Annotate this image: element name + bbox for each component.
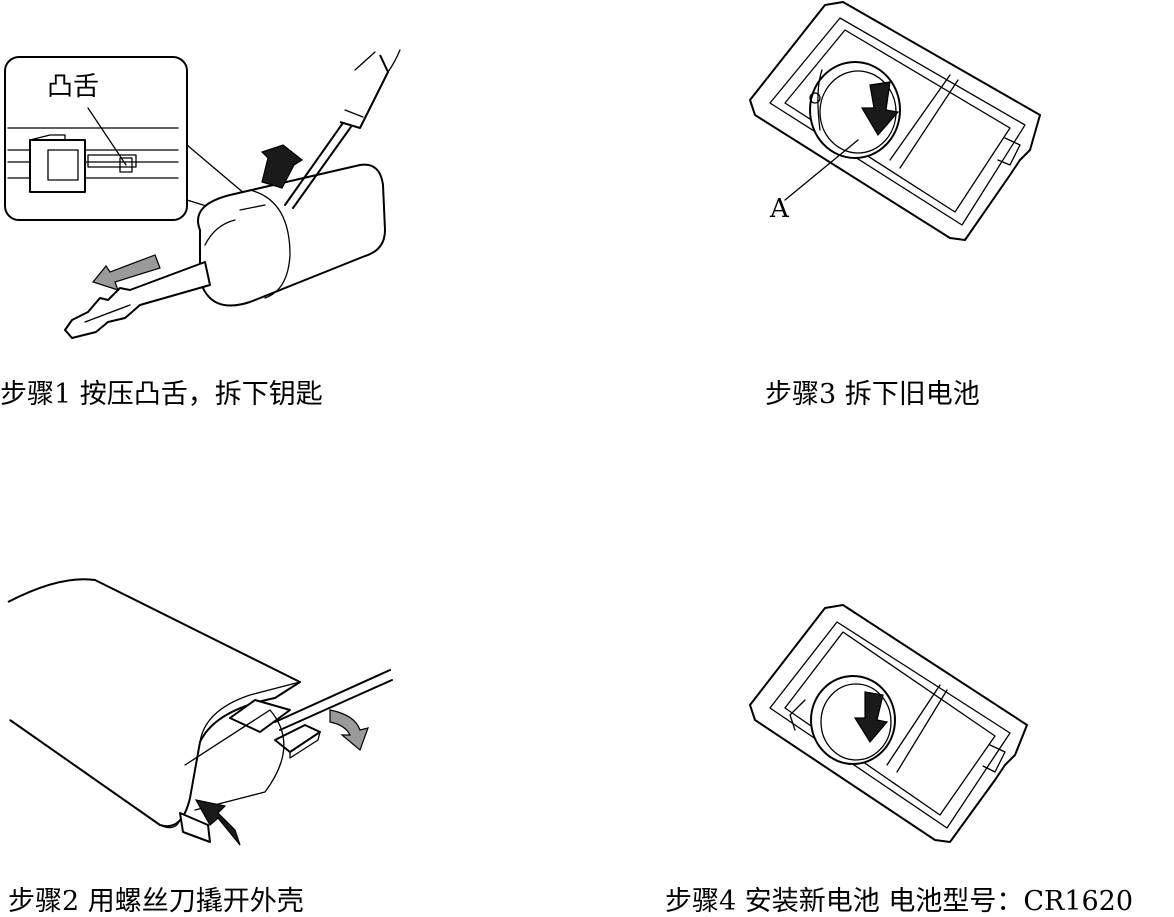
remote-case [7, 578, 321, 843]
key-icon [64, 261, 211, 339]
step-2-panel: 步骤2 用螺丝刀撬开外壳 [0, 570, 440, 916]
push-arrow-icon [860, 81, 900, 137]
tab-callout-label: 凸舌 [47, 72, 100, 102]
case-open-illustration [7, 578, 393, 846]
step-4-caption: 步骤4 安装新电池 电池型号：CR1620 [665, 886, 1134, 917]
step-1-panel: 凸舌 步骤1 按压凸舌，拆下钥匙 [0, 0, 440, 420]
step-2-caption: 步骤2 用螺丝刀撬开外壳 [8, 886, 304, 917]
push-arrow-icon [260, 144, 304, 189]
push-arrow-icon [853, 691, 889, 744]
callout-leader [87, 107, 127, 166]
key-remove-illustration [4, 49, 401, 339]
step-4-panel: 步骤4 安装新电池 电池型号：CR1620 [665, 570, 1174, 916]
remote-body [197, 163, 386, 307]
battery-install-illustration [749, 604, 1028, 843]
battery-callout-label: A [770, 194, 789, 224]
step-1-caption: 步骤1 按压凸舌，拆下钥匙 [0, 379, 323, 410]
battery-remove-illustration [749, 1, 1041, 241]
screwdriver-icon [274, 669, 393, 731]
screwdriver-icon [284, 49, 401, 209]
rotate-arrow-icon [329, 709, 369, 752]
push-arrow-icon [194, 799, 241, 846]
step-3-caption: 步骤3 拆下旧电池 [765, 379, 980, 410]
pull-arrow-icon [91, 254, 161, 291]
step-3-panel: A 步骤3 拆下旧电池 [740, 0, 1174, 420]
callout-leader [784, 139, 859, 201]
detail-tab-drawing [7, 127, 179, 193]
